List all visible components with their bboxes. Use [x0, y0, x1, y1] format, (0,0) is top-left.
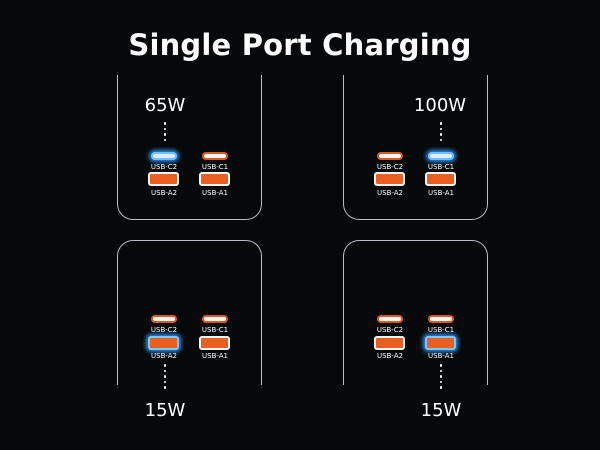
usb-a2-port [374, 336, 405, 350]
charger-outline [117, 75, 262, 220]
usb-c2-port [377, 315, 403, 323]
charger-outline [343, 240, 488, 385]
usb-a1-label: USB-A1 [202, 352, 228, 360]
usb-c1-label: USB-C1 [427, 163, 455, 171]
usb-c1-port [428, 315, 454, 323]
usb-c2-label: USB-C2 [150, 163, 178, 171]
wattage-label: 15W [144, 400, 186, 421]
wattage-label: 65W [144, 95, 186, 116]
dotted-connector [163, 122, 167, 144]
dotted-connector [439, 122, 443, 144]
dotted-connector [439, 364, 443, 392]
usb-a1-label: USB-A1 [202, 189, 228, 197]
usb-a1-port [425, 336, 456, 350]
charger-outline [343, 75, 488, 220]
page-title: Single Port Charging [128, 28, 472, 62]
dotted-connector [163, 364, 167, 392]
usb-c1-label: USB-C1 [427, 326, 455, 334]
usb-c1-label: USB-C1 [201, 163, 229, 171]
usb-c2-port [377, 152, 403, 160]
charger-outline [117, 240, 262, 385]
usb-c2-label: USB-C2 [376, 326, 404, 334]
usb-a1-label: USB-A1 [428, 189, 454, 197]
usb-c2-label: USB-C2 [150, 326, 178, 334]
usb-c1-label: USB-C1 [201, 326, 229, 334]
usb-c1-port [202, 315, 228, 323]
usb-a2-label: USB-A2 [377, 189, 403, 197]
usb-c1-port [428, 152, 454, 160]
wattage-label: 15W [420, 400, 462, 421]
usb-a1-port [199, 172, 230, 186]
usb-a2-label: USB-A2 [151, 189, 177, 197]
usb-c1-port [202, 152, 228, 160]
usb-a2-label: USB-A2 [377, 352, 403, 360]
usb-a2-port [148, 172, 179, 186]
usb-c2-label: USB-C2 [376, 163, 404, 171]
wattage-label: 100W [413, 95, 467, 116]
usb-a1-label: USB-A1 [428, 352, 454, 360]
usb-a2-port [148, 336, 179, 350]
usb-a1-port [425, 172, 456, 186]
usb-a2-port [374, 172, 405, 186]
usb-c2-port [151, 152, 177, 160]
usb-c2-port [151, 315, 177, 323]
usb-a1-port [199, 336, 230, 350]
usb-a2-label: USB-A2 [151, 352, 177, 360]
